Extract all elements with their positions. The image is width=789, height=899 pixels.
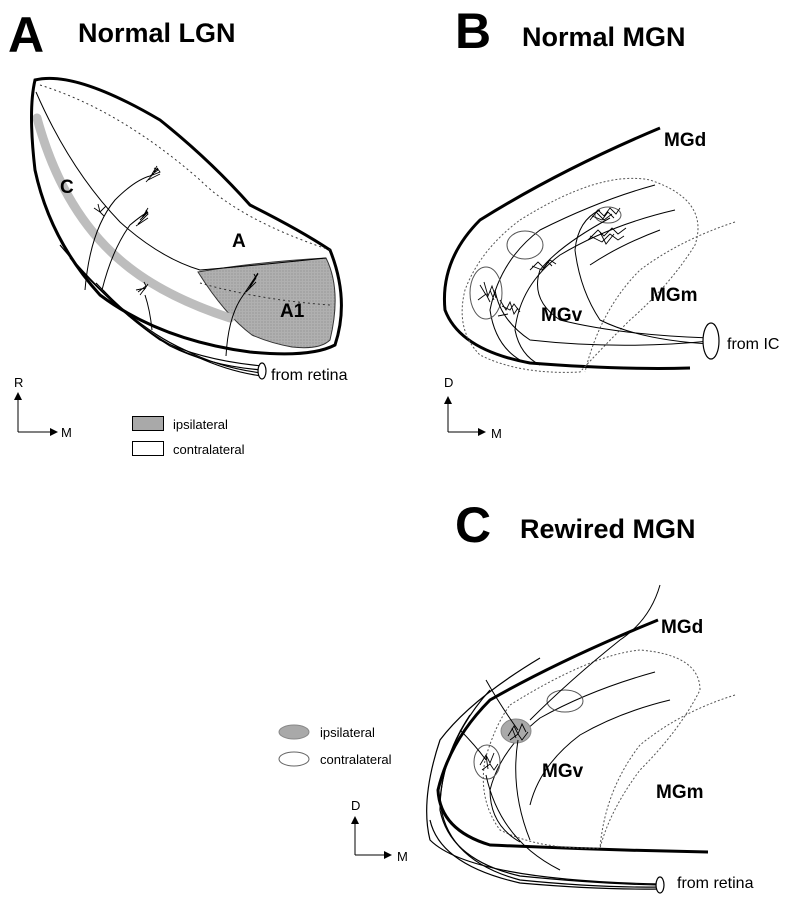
panel-b-letter: B — [455, 3, 492, 59]
lgn-tract-end — [257, 362, 267, 380]
retina-fiber-7 — [459, 729, 487, 761]
ic-fiber-1 — [537, 217, 711, 339]
retina-fiber-5 — [529, 584, 661, 721]
panel-c-title: Rewired MGN — [520, 514, 696, 544]
mgn-outer-border — [442, 126, 691, 370]
lgn-lamina-border-2 — [199, 282, 331, 306]
rewired-arbor-2 — [479, 752, 499, 771]
panel-c-letter: C — [455, 497, 492, 553]
legend-contralateral-swatch — [132, 441, 164, 456]
panel-a-letter: A — [8, 7, 45, 63]
lgn-diagram — [14, 76, 343, 436]
lgn-arbor-3 — [135, 281, 149, 296]
panel-a-title: Normal LGN — [78, 18, 236, 48]
lgn-layer-a1-region — [197, 257, 336, 349]
lgn-axis-label-m: M — [61, 425, 72, 440]
lgn-lamina-line — [35, 91, 327, 271]
ic-fiber-3 — [574, 209, 711, 345]
rewired-legend-contra-swatch — [278, 751, 310, 767]
lgn-arbor-2 — [135, 207, 149, 227]
rewired-axis-label-m: M — [397, 849, 408, 864]
mgv-oval-2 — [506, 230, 544, 260]
lgn-axis-label-r: R — [14, 375, 24, 390]
panel-b-title: Normal MGN — [522, 22, 686, 52]
mgn-arbor-4 — [477, 281, 497, 303]
rewired-mgn-outer-border — [436, 618, 709, 854]
mgv-oval-3 — [469, 266, 503, 320]
rewired-axis-label-d: D — [351, 798, 361, 813]
ic-fiber-2 — [494, 289, 711, 346]
rewired-lamina-1 — [489, 671, 656, 843]
rewired-mgm-border — [599, 694, 736, 849]
retina-fiber-6 — [485, 679, 519, 731]
lgn-fiber-2 — [69, 257, 263, 371]
lgn-arbor-4 — [245, 273, 259, 293]
mgv-outline — [461, 177, 699, 373]
retina-fiber-1 — [426, 657, 661, 885]
mgv-oval-1 — [594, 206, 622, 224]
lgn-label-a: A — [232, 231, 246, 252]
mgn-axis-label-d: D — [444, 375, 454, 390]
rewired-label-mgv: MGv — [542, 761, 584, 782]
lgn-fiber-4 — [102, 289, 263, 377]
mgn-arbor-2 — [587, 227, 627, 245]
lgn-lamina-border-1 — [39, 84, 331, 251]
rewired-arbor-1 — [507, 722, 529, 741]
rewired-contra-oval-1 — [546, 689, 584, 713]
normal-mgn-diagram — [442, 126, 736, 436]
mgn-axis-label-m: M — [491, 426, 502, 441]
rewired-legend-ipsi-swatch — [278, 724, 310, 740]
legend-ipsilateral-swatch — [132, 416, 164, 431]
mgn-arbor-3 — [529, 259, 557, 271]
lgn-arbor-1 — [145, 165, 161, 183]
ic-fiber-end — [702, 322, 720, 360]
lgn-input-label: from retina — [271, 367, 348, 384]
lgn-fiber-8 — [144, 294, 153, 331]
legend-ipsilateral-label: ipsilateral — [173, 417, 228, 432]
retina-fiber-9 — [515, 739, 531, 841]
rewired-mgv-outline — [482, 649, 701, 849]
rewired-label-mgm: MGm — [656, 782, 704, 803]
lgn-label-a1: A1 — [280, 301, 305, 322]
rewired-label-mgd: MGd — [661, 617, 704, 638]
mgn-label-mgv: MGv — [541, 305, 583, 326]
rewired-legend-ipsilateral-label: ipsilateral — [320, 725, 375, 740]
rewired-legend-contralateral-label: contralateral — [320, 752, 392, 767]
rewired-tract-end — [655, 876, 665, 894]
mgn-arbor-1 — [589, 207, 621, 221]
retina-fiber-3 — [439, 689, 661, 888]
lgn-outline — [30, 76, 343, 356]
retina-fiber-4 — [429, 819, 661, 890]
rewired-lamina-2 — [529, 699, 671, 806]
lgn-arbor-5 — [93, 203, 107, 217]
legend-contralateral-label: contralateral — [173, 442, 245, 457]
mgv-lamina-3 — [589, 229, 661, 266]
mgn-label-mgm: MGm — [650, 285, 698, 306]
retina-fiber-8 — [485, 774, 561, 871]
rewired-mgn-diagram — [278, 584, 736, 894]
mgn-input-label: from IC — [727, 336, 780, 353]
rewired-input-label: from retina — [677, 875, 754, 892]
lgn-label-c: C — [60, 177, 74, 198]
mgn-label-mgd: MGd — [664, 130, 707, 151]
mgn-arbor-5 — [497, 299, 521, 317]
lgn-fiber-5 — [84, 175, 151, 291]
mgv-lamina-1 — [489, 184, 656, 361]
lgn-layer-c-band — [32, 113, 235, 323]
